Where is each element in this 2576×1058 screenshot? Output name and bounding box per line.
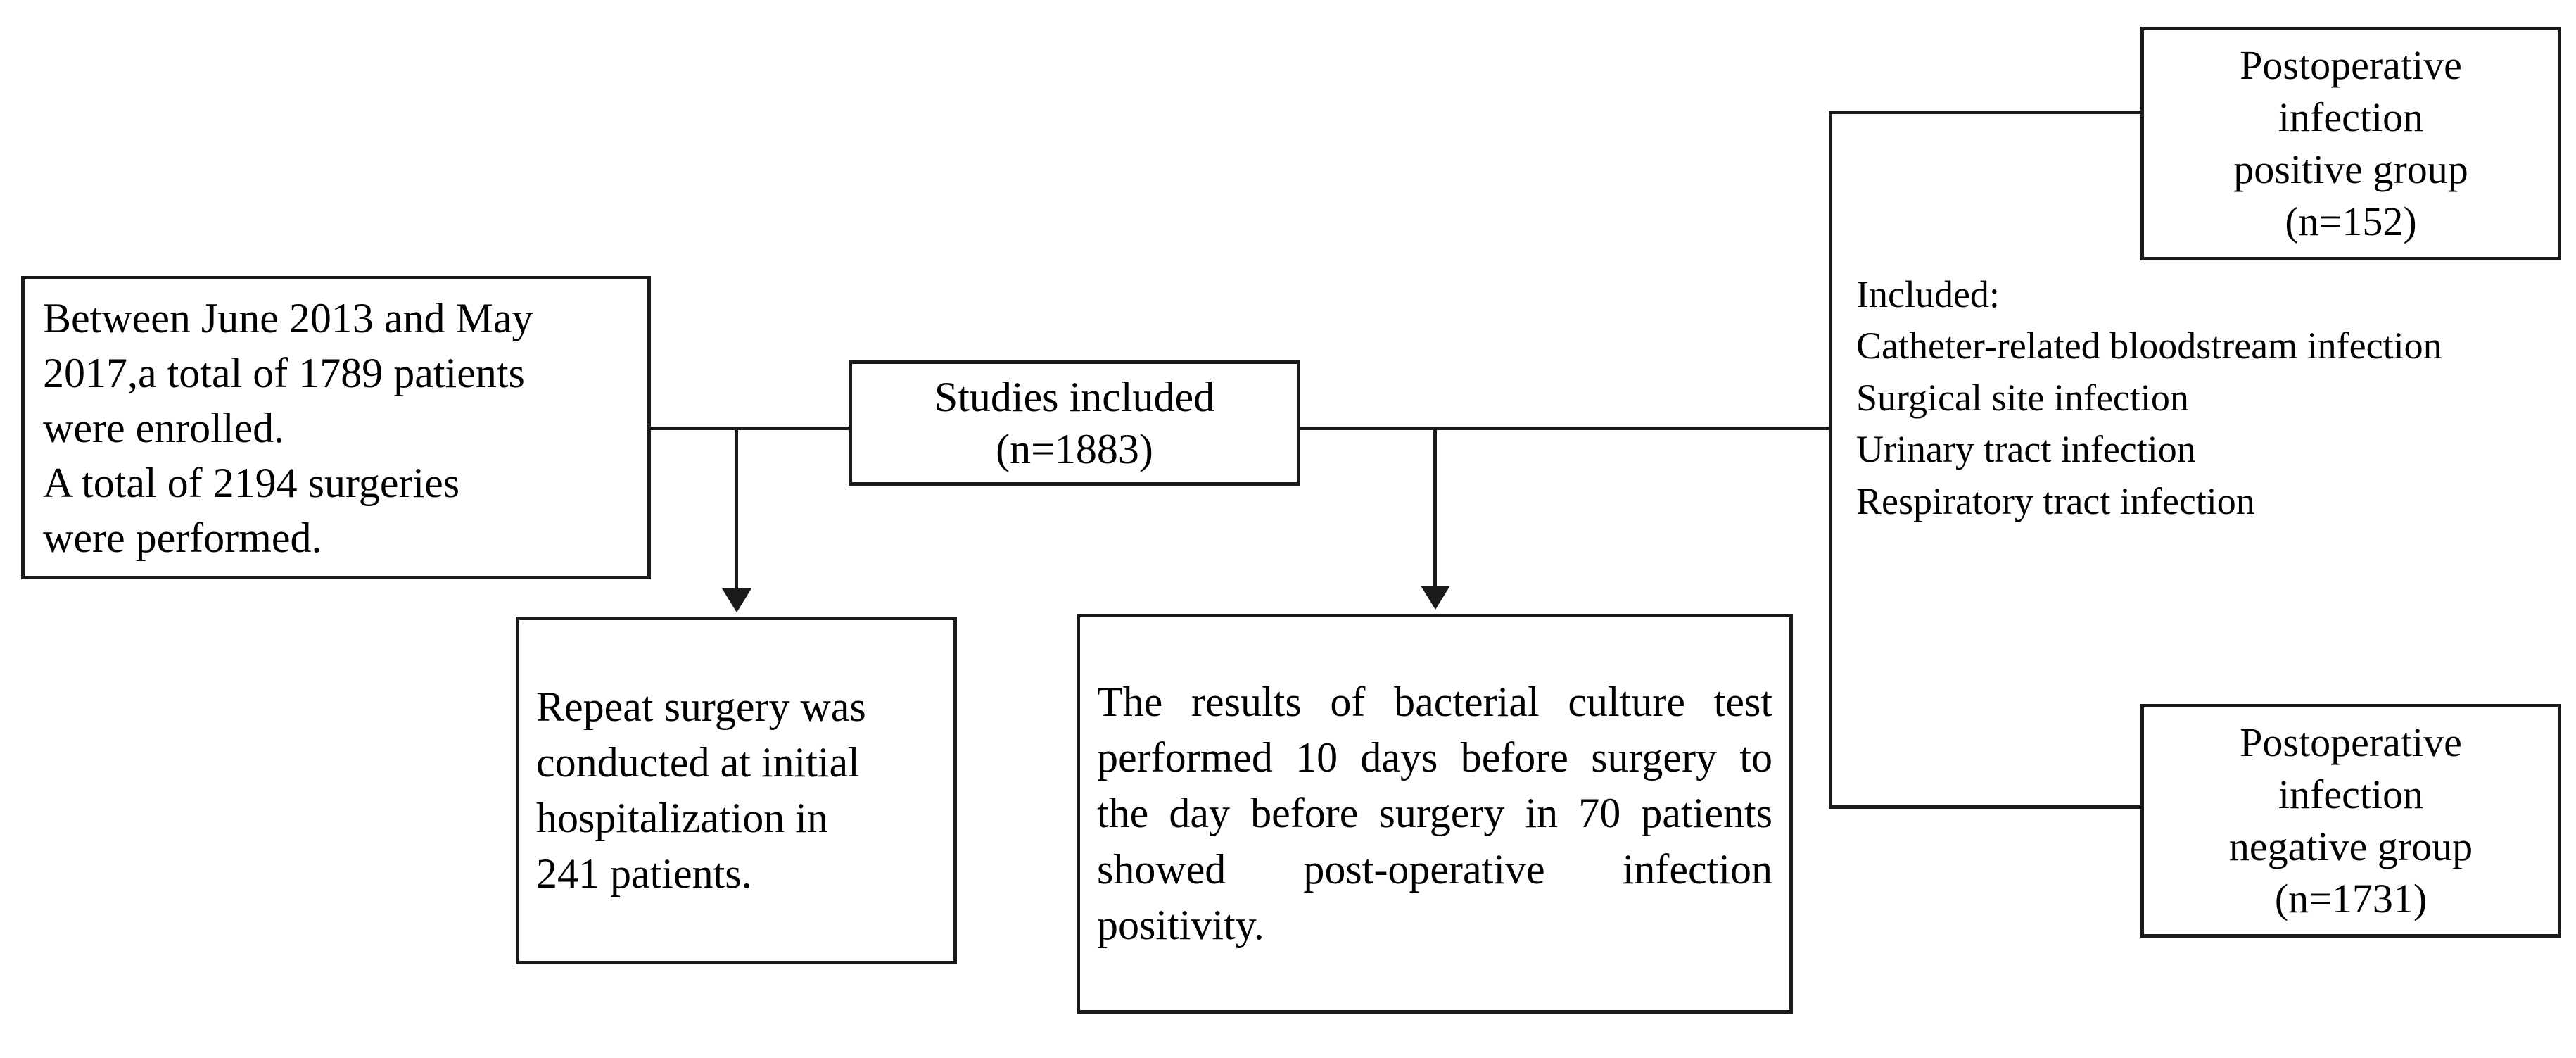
positive-group-line-1: Postoperative	[2240, 42, 2462, 88]
enrollment-line-3: were enrolled.	[43, 404, 285, 451]
positive-group-line-3: positive group	[2233, 146, 2468, 192]
included-item-urinary-tract-infection: Urinary tract infection	[1856, 428, 2196, 471]
negative-group-line-2: infection	[2278, 771, 2424, 817]
repeat-surgery-line-4: 241 patients.	[536, 850, 752, 898]
culture-test-text: The results of bacterial culture test pe…	[1097, 679, 1772, 948]
repeat-surgery-line-2: conducted at initial	[536, 738, 860, 786]
included-infection-types-list: Included: Catheter-related bloodstream i…	[1856, 269, 2567, 527]
included-item-catheter-related-bloodstream-infection: Catheter-related bloodstream infection	[1856, 325, 2442, 367]
connector-spine-to-positive-group	[1829, 111, 2144, 114]
connector-enrollment-to-studies	[651, 427, 851, 430]
studies-included-count: (n=1883)	[996, 426, 1153, 472]
included-heading: Included:	[1856, 273, 2000, 315]
included-item-respiratory-tract-infection: Respiratory tract infection	[1856, 479, 2255, 522]
negative-group-line-3: negative group	[2228, 824, 2473, 869]
negative-group-count: (n=1731)	[2274, 876, 2428, 922]
connector-studies-to-spine	[1299, 427, 1832, 430]
enrollment-box: Between June 2013 and May 2017,a total o…	[21, 276, 651, 579]
positive-group-line-2: infection	[2278, 94, 2424, 140]
repeat-surgery-line-3: hospitalization in	[536, 795, 828, 841]
connector-trunk-to-repeat-surgery	[735, 427, 738, 588]
studies-included-box: Studies included (n=1883)	[849, 360, 1300, 486]
positive-group-box: Postoperative infection positive group (…	[2140, 27, 2561, 260]
connector-trunk-to-culture-test	[1433, 427, 1437, 586]
enrollment-line-2: 2017,a total of 1789 patients	[43, 349, 525, 396]
positive-group-count: (n=152)	[2285, 199, 2417, 245]
repeat-surgery-box: Repeat surgery was conducted at initial …	[516, 617, 957, 964]
connector-right-spine	[1829, 111, 1832, 809]
enrollment-line-1: Between June 2013 and May	[43, 294, 533, 341]
connector-spine-to-negative-group	[1829, 805, 2144, 809]
studies-included-label: Studies included	[934, 373, 1215, 420]
arrowhead-culture-test	[1421, 586, 1450, 610]
negative-group-box: Postoperative infection negative group (…	[2140, 704, 2561, 938]
included-item-surgical-site-infection: Surgical site infection	[1856, 376, 2189, 419]
enrollment-line-4: A total of 2194 surgeries	[43, 459, 460, 506]
enrollment-line-5: were performed.	[43, 514, 322, 561]
negative-group-line-1: Postoperative	[2240, 719, 2462, 765]
culture-test-box: The results of bacterial culture test pe…	[1077, 614, 1793, 1014]
arrowhead-repeat-surgery	[722, 588, 751, 612]
repeat-surgery-line-1: Repeat surgery was	[536, 683, 866, 730]
